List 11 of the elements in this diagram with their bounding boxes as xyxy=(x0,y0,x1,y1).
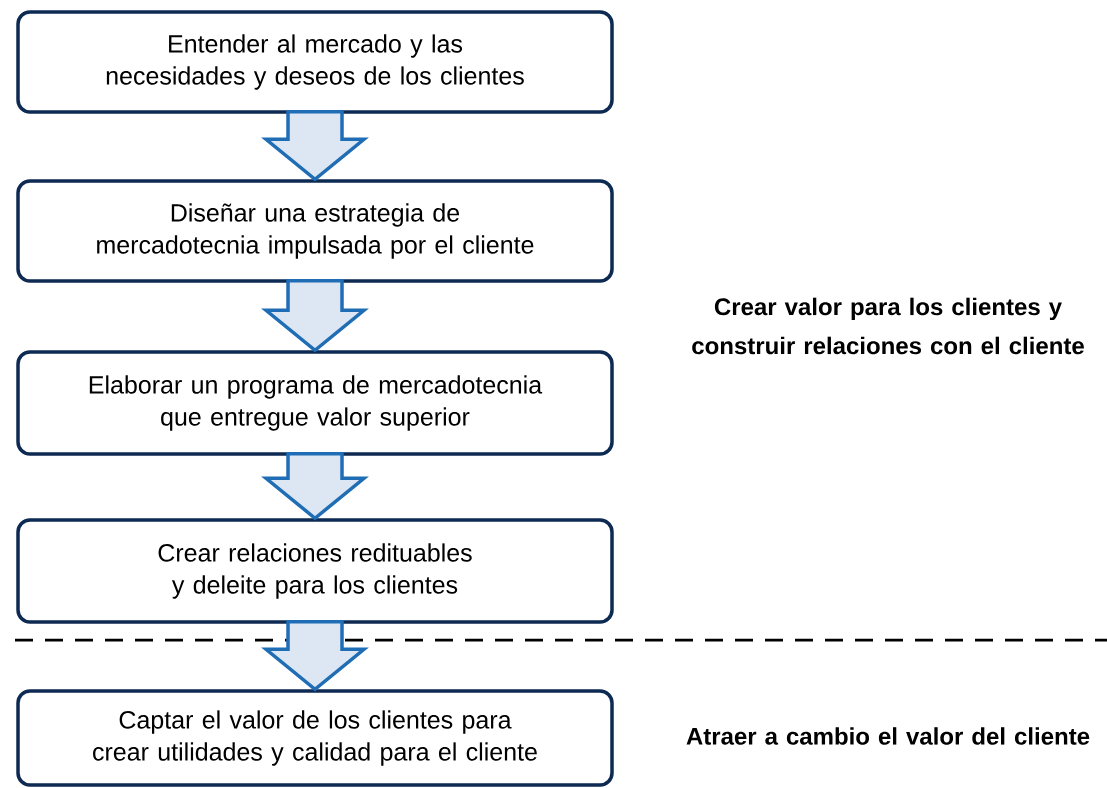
process-box: Entender al mercado y las necesidades y deseos de los clientes xyxy=(16,10,614,114)
process-box: Crear relaciones redituables y deleite para los clientes xyxy=(16,518,614,624)
side-label: Crear valor para los clientes y construir relaciones con el cliente xyxy=(692,297,1084,355)
block-arrow xyxy=(261,279,369,353)
block-arrow xyxy=(261,620,369,692)
side-label: Atraer a cambio el valor del cliente xyxy=(686,727,1090,745)
process-box: Captar el valor de los clientes para crear utilidades y calidad para el cliente xyxy=(16,689,614,787)
process-box: Diseñar una estrategia de mercadotecnia impulsada por el cliente xyxy=(16,179,614,283)
block-arrow xyxy=(261,452,369,521)
block-arrow xyxy=(261,110,369,182)
process-box: Elaborar un programa de mercadotecnia que entregue valor superior xyxy=(16,350,614,456)
